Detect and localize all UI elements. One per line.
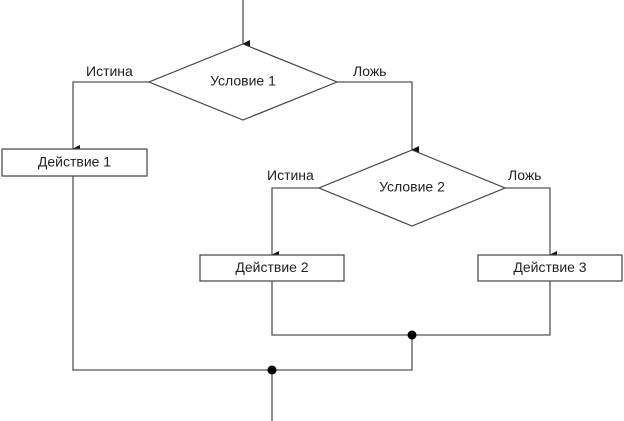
action-1: Действие 1	[1, 148, 148, 177]
edge-cond1-false	[337, 81, 419, 154]
branch-label-false: Ложь	[508, 167, 541, 183]
edge-cond1-true	[72, 81, 149, 153]
action-label: Действие 2	[235, 259, 308, 275]
action-box	[1, 148, 148, 177]
branch-label-false: Ложь	[353, 63, 386, 79]
decision-condition-2: Условие 2	[317, 149, 507, 227]
edge-merge-act2-act3	[271, 281, 551, 336]
decision-diamond	[317, 149, 507, 227]
edge-cond2-false	[505, 187, 557, 259]
decision-label: Условие 2	[379, 179, 445, 195]
action-label: Действие 3	[513, 259, 586, 275]
action-2: Действие 2	[199, 254, 345, 282]
edge-cond2-true	[271, 187, 319, 259]
edge-merge-to-act1	[72, 176, 413, 371]
branch-label-true: Истина	[86, 63, 133, 79]
decision-label: Условие 1	[210, 73, 276, 89]
action-box	[477, 254, 623, 282]
action-label: Действие 1	[38, 154, 111, 170]
junction-dot-1	[267, 365, 277, 375]
decision-condition-1: Условие 1	[147, 43, 339, 121]
branch-label-true: Истина	[267, 167, 314, 183]
junction-dot-2	[407, 330, 417, 340]
decision-diamond	[147, 43, 339, 121]
action-box	[199, 254, 345, 282]
action-3: Действие 3	[477, 254, 623, 282]
